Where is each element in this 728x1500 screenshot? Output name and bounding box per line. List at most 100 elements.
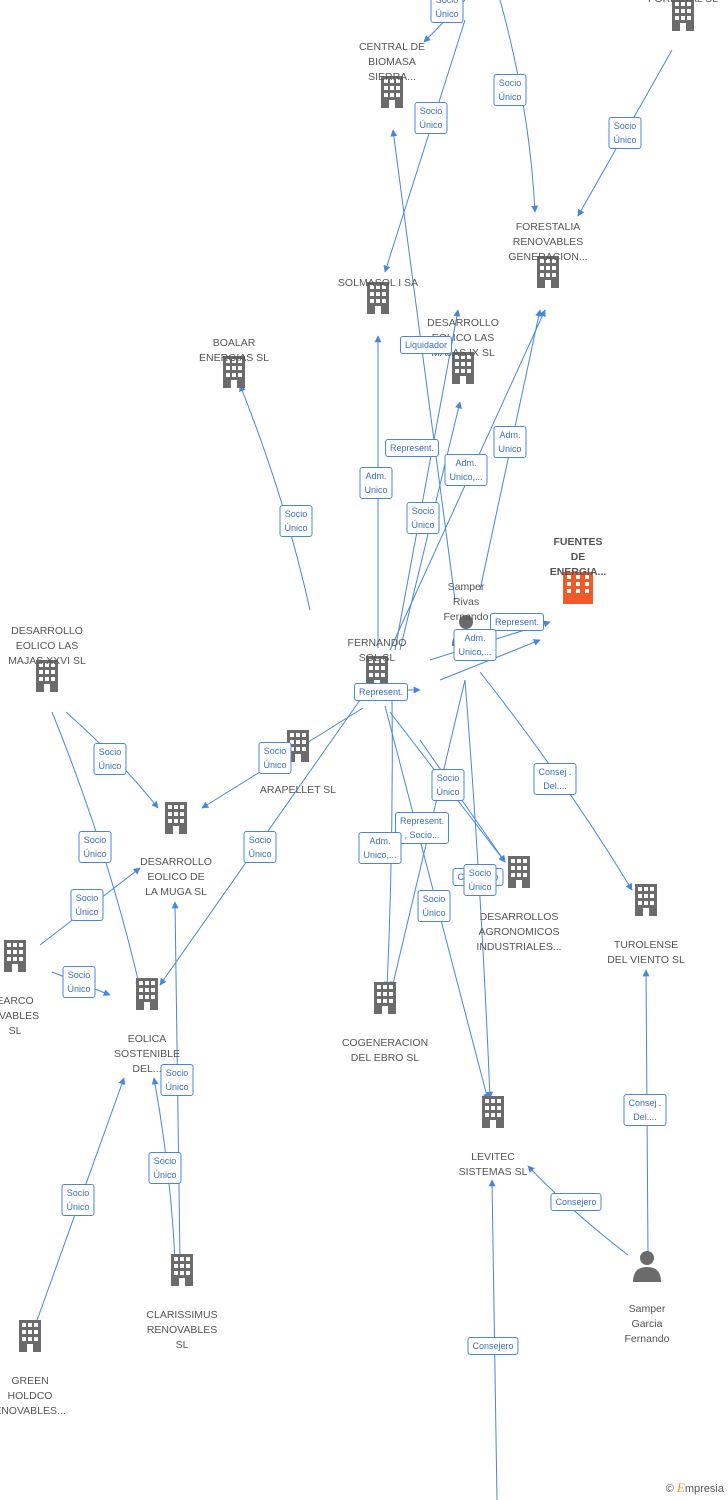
building-icon[interactable]	[563, 572, 593, 604]
building-icon[interactable]	[374, 982, 396, 1014]
node-label-line: INDUSTRIALES...	[476, 941, 562, 953]
node-label-line: Samper	[447, 581, 485, 593]
edge-label-line: Único	[83, 849, 107, 859]
edge-label[interactable]: Liquidador	[399, 336, 453, 354]
edge-label-line: Socio	[153, 1156, 177, 1166]
edge-label[interactable]: Represent.	[353, 683, 409, 701]
building-icon[interactable]	[165, 802, 187, 834]
edge-label-line: Único	[248, 849, 272, 859]
node-label-line: Samper	[628, 1303, 666, 1315]
edge-label-line: Único	[498, 92, 522, 102]
node-label-line: EOLICA	[127, 1033, 167, 1045]
node-label-line: FUENTES	[553, 536, 603, 548]
edge-line	[499, 0, 539, 213]
node-label-line: DEL...	[132, 1063, 162, 1075]
edge-label[interactable]: Adm.Unico,...	[358, 832, 402, 864]
node-label-line: DESARROLLO	[11, 625, 83, 637]
edge-label-line: Consej .	[628, 1098, 662, 1108]
edge-label[interactable]: Consejero	[467, 1337, 519, 1355]
edge-label[interactable]: Represent., Socio...	[394, 812, 450, 844]
edge-label[interactable]: Adm.Unico	[359, 467, 393, 499]
edge-label-line: Unico	[498, 444, 522, 454]
edge-label[interactable]: Adm.Unico,...	[444, 454, 488, 486]
person-icon[interactable]	[633, 1251, 661, 1282]
brand-initial: E	[676, 1480, 685, 1495]
building-icon[interactable]	[635, 884, 657, 916]
edge-label[interactable]: Represent.	[489, 613, 545, 631]
node-label-line: AGRONOMICOS	[478, 926, 560, 938]
edge-label-line: Único	[284, 523, 308, 533]
node-label-earco[interactable]: EARCOOVABLESSL	[0, 994, 39, 1039]
copyright-symbol: ©	[665, 1483, 674, 1495]
building-icon[interactable]	[19, 1320, 41, 1352]
edge-label-line: Unico	[364, 485, 388, 495]
node-label-line: ENOVABLES...	[0, 1405, 66, 1417]
edge-label-line: Socio	[411, 506, 435, 516]
node-label-line: ENERGIAS SL	[198, 352, 270, 364]
building-icon[interactable]	[136, 978, 158, 1010]
node-label-arapellet[interactable]: ARAPELLET SL	[260, 783, 336, 798]
node-label-forestal[interactable]: FORESTAL SL	[648, 0, 718, 7]
edge-label-line: Socio	[263, 746, 287, 756]
edge-label-line: Unico,...	[458, 647, 492, 657]
node-label-line: DEL EBRO SL	[350, 1052, 420, 1064]
building-icon[interactable]	[482, 1096, 504, 1128]
edge-label[interactable]: Adm. Unico	[493, 426, 527, 458]
building-icon[interactable]	[508, 856, 530, 888]
edge-label[interactable]: Consej .Del....	[533, 763, 577, 795]
node-label-line: EOLICO DE	[147, 871, 205, 883]
node-label-line: RENOVABLES	[146, 1324, 218, 1336]
node-label-line: BOALAR	[212, 337, 256, 349]
edge-label-line: Socio	[435, 0, 459, 5]
edge-label-line: Socio	[165, 1068, 189, 1078]
edge-label-line: Único	[75, 907, 99, 917]
node-label-line: Garcia	[631, 1318, 663, 1330]
edge-label[interactable]: Adm.Unico,...	[453, 629, 497, 661]
node-label-boalar[interactable]: BOALAR ENERGIAS SL	[199, 336, 269, 366]
node-label-line: SOL SL	[358, 652, 396, 664]
node-label-line: OVABLES	[0, 1010, 40, 1022]
edge-label[interactable]: Consej .Del....	[623, 1094, 667, 1126]
building-icon[interactable]	[4, 940, 26, 972]
edge-label-line: Único	[468, 882, 492, 892]
node-label-solmasol[interactable]: SOLMASOL I SA	[338, 276, 418, 291]
edge-label[interactable]: Consejero	[550, 1193, 602, 1211]
node-label-line: DEL VIENTO SL	[607, 954, 685, 966]
edge-label[interactable]: Represent.	[384, 439, 440, 457]
building-icon[interactable]	[171, 1254, 193, 1286]
edge-label-line: Adm.	[499, 430, 521, 440]
